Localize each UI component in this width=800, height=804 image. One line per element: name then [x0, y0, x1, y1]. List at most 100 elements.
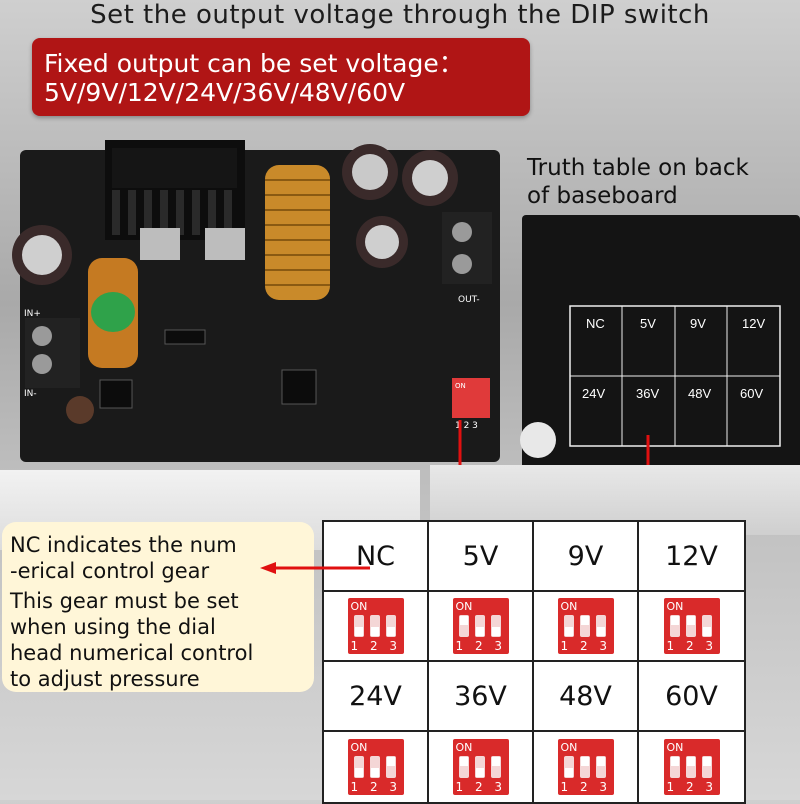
- voltage-label: 48V: [534, 662, 639, 732]
- dip-lever-knob: [386, 627, 395, 636]
- dip-lever: [685, 615, 696, 637]
- dip-lever-knob: [686, 757, 695, 766]
- dip-switch-numbers: 1 2 3: [560, 639, 612, 653]
- dip-lever: [669, 756, 680, 778]
- dip-lever-knob: [670, 757, 679, 766]
- copper-windings: [265, 179, 330, 286]
- back-baseboard: [522, 215, 800, 473]
- dip-lever-knob: [459, 616, 468, 625]
- dip-on-label: ON: [455, 600, 473, 613]
- back-9v-label: 9V: [690, 316, 706, 331]
- dip-lever: [595, 615, 606, 637]
- dip-switch-icon: ON 1 2 3: [557, 598, 614, 654]
- dip-lever: [369, 615, 380, 637]
- back-36v-label: 36V: [636, 386, 659, 401]
- dip-on-label: ON: [350, 741, 368, 754]
- dip-lever-knob: [475, 768, 484, 777]
- copper-inductor: [265, 165, 330, 300]
- in-minus-label: IN-: [24, 389, 37, 399]
- dip-lever: [701, 756, 712, 778]
- banner-line-1: Fixed output can be set voltage：: [44, 49, 464, 78]
- back-48v-label: 48V: [688, 386, 711, 401]
- board-dip-switch: [452, 378, 490, 418]
- dip-lever-knob: [370, 768, 379, 777]
- white-button: [520, 422, 556, 458]
- callout-usage-note: This gear must be set when using the dia…: [10, 588, 253, 692]
- dip-on-label: ON: [560, 600, 578, 613]
- green-core: [91, 292, 135, 332]
- mosfet: [140, 228, 180, 260]
- capacitor: [352, 154, 388, 190]
- voltage-label: 12V: [639, 522, 744, 592]
- callout-line-5: head numerical control: [10, 641, 254, 665]
- back-nc-label: NC: [586, 316, 605, 331]
- dip-switch-numbers: 1 2 3: [350, 780, 402, 794]
- banner-line-2: 5V/9V/12V/24V/36V/48V/60V: [44, 78, 406, 107]
- heatsink-fins: [112, 190, 232, 235]
- dip-lever: [595, 756, 606, 778]
- dip-lever-knob: [580, 757, 589, 766]
- dip-on-label: ON: [666, 741, 684, 754]
- voltage-label: 24V: [324, 662, 429, 732]
- callout-line-4: when using the dial: [10, 615, 216, 639]
- screw: [32, 326, 52, 346]
- back-12v-label: 12V: [742, 316, 765, 331]
- dip-lever: [458, 756, 469, 778]
- voltage-label: 5V: [429, 522, 534, 592]
- capacitor: [365, 225, 399, 259]
- dip-lever-knob: [702, 757, 711, 766]
- board-dip-on-label: ON: [455, 382, 466, 390]
- dip-switch-numbers: 1 2 3: [560, 780, 612, 794]
- dip-switch-numbers: 1 2 3: [666, 639, 718, 653]
- dip-lever: [353, 615, 364, 637]
- voltage-label: NC: [324, 522, 429, 592]
- voltage-label: 9V: [534, 522, 639, 592]
- dip-lever: [474, 756, 485, 778]
- dip-lever-knob: [491, 757, 500, 766]
- screw: [452, 254, 472, 274]
- dip-on-label: ON: [350, 600, 368, 613]
- dip-switch-icon: ON 1 2 3: [347, 598, 404, 654]
- callout-line-1: NC indicates the num: [10, 533, 237, 557]
- back-24v-label: 24V: [582, 386, 605, 401]
- chip: [99, 379, 133, 409]
- dip-on-label: ON: [455, 741, 473, 754]
- screw: [452, 222, 472, 242]
- dip-switch-cell: ON 1 2 3: [639, 592, 744, 662]
- nc-explanation-callout: NC indicates the num -erical control gea…: [2, 522, 314, 692]
- dip-switch-numbers: 1 2 3: [666, 780, 718, 794]
- dip-lever-knob: [386, 757, 395, 766]
- dip-switch-cell: ON 1 2 3: [324, 732, 429, 802]
- dip-lever-knob: [670, 616, 679, 625]
- headline: Set the output voltage through the DIP s…: [90, 0, 710, 30]
- dip-on-label: ON: [666, 600, 684, 613]
- mosfet: [205, 228, 245, 260]
- dip-lever-knob: [686, 616, 695, 625]
- dip-switch-cell: ON 1 2 3: [324, 592, 429, 662]
- dip-switch-cell: ON 1 2 3: [534, 592, 639, 662]
- callout-line-6: to adjust pressure: [10, 667, 200, 691]
- dip-lever: [474, 615, 485, 637]
- in-plus-label: IN+: [24, 309, 41, 319]
- callout-nc-note: NC indicates the num -erical control gea…: [10, 532, 237, 584]
- callout-line-2: -erical control gear: [10, 559, 210, 583]
- voltage-label: 60V: [639, 662, 744, 732]
- terminal-block: [442, 212, 492, 284]
- dip-lever: [685, 756, 696, 778]
- dip-lever: [579, 615, 590, 637]
- dip-switch-numbers: 1 2 3: [350, 639, 402, 653]
- chip: [164, 329, 206, 345]
- back-truth-grid: [570, 306, 780, 446]
- fan: [112, 148, 237, 188]
- dip-lever: [385, 615, 396, 637]
- dip-lever-knob: [596, 757, 605, 766]
- dip-lever: [669, 615, 680, 637]
